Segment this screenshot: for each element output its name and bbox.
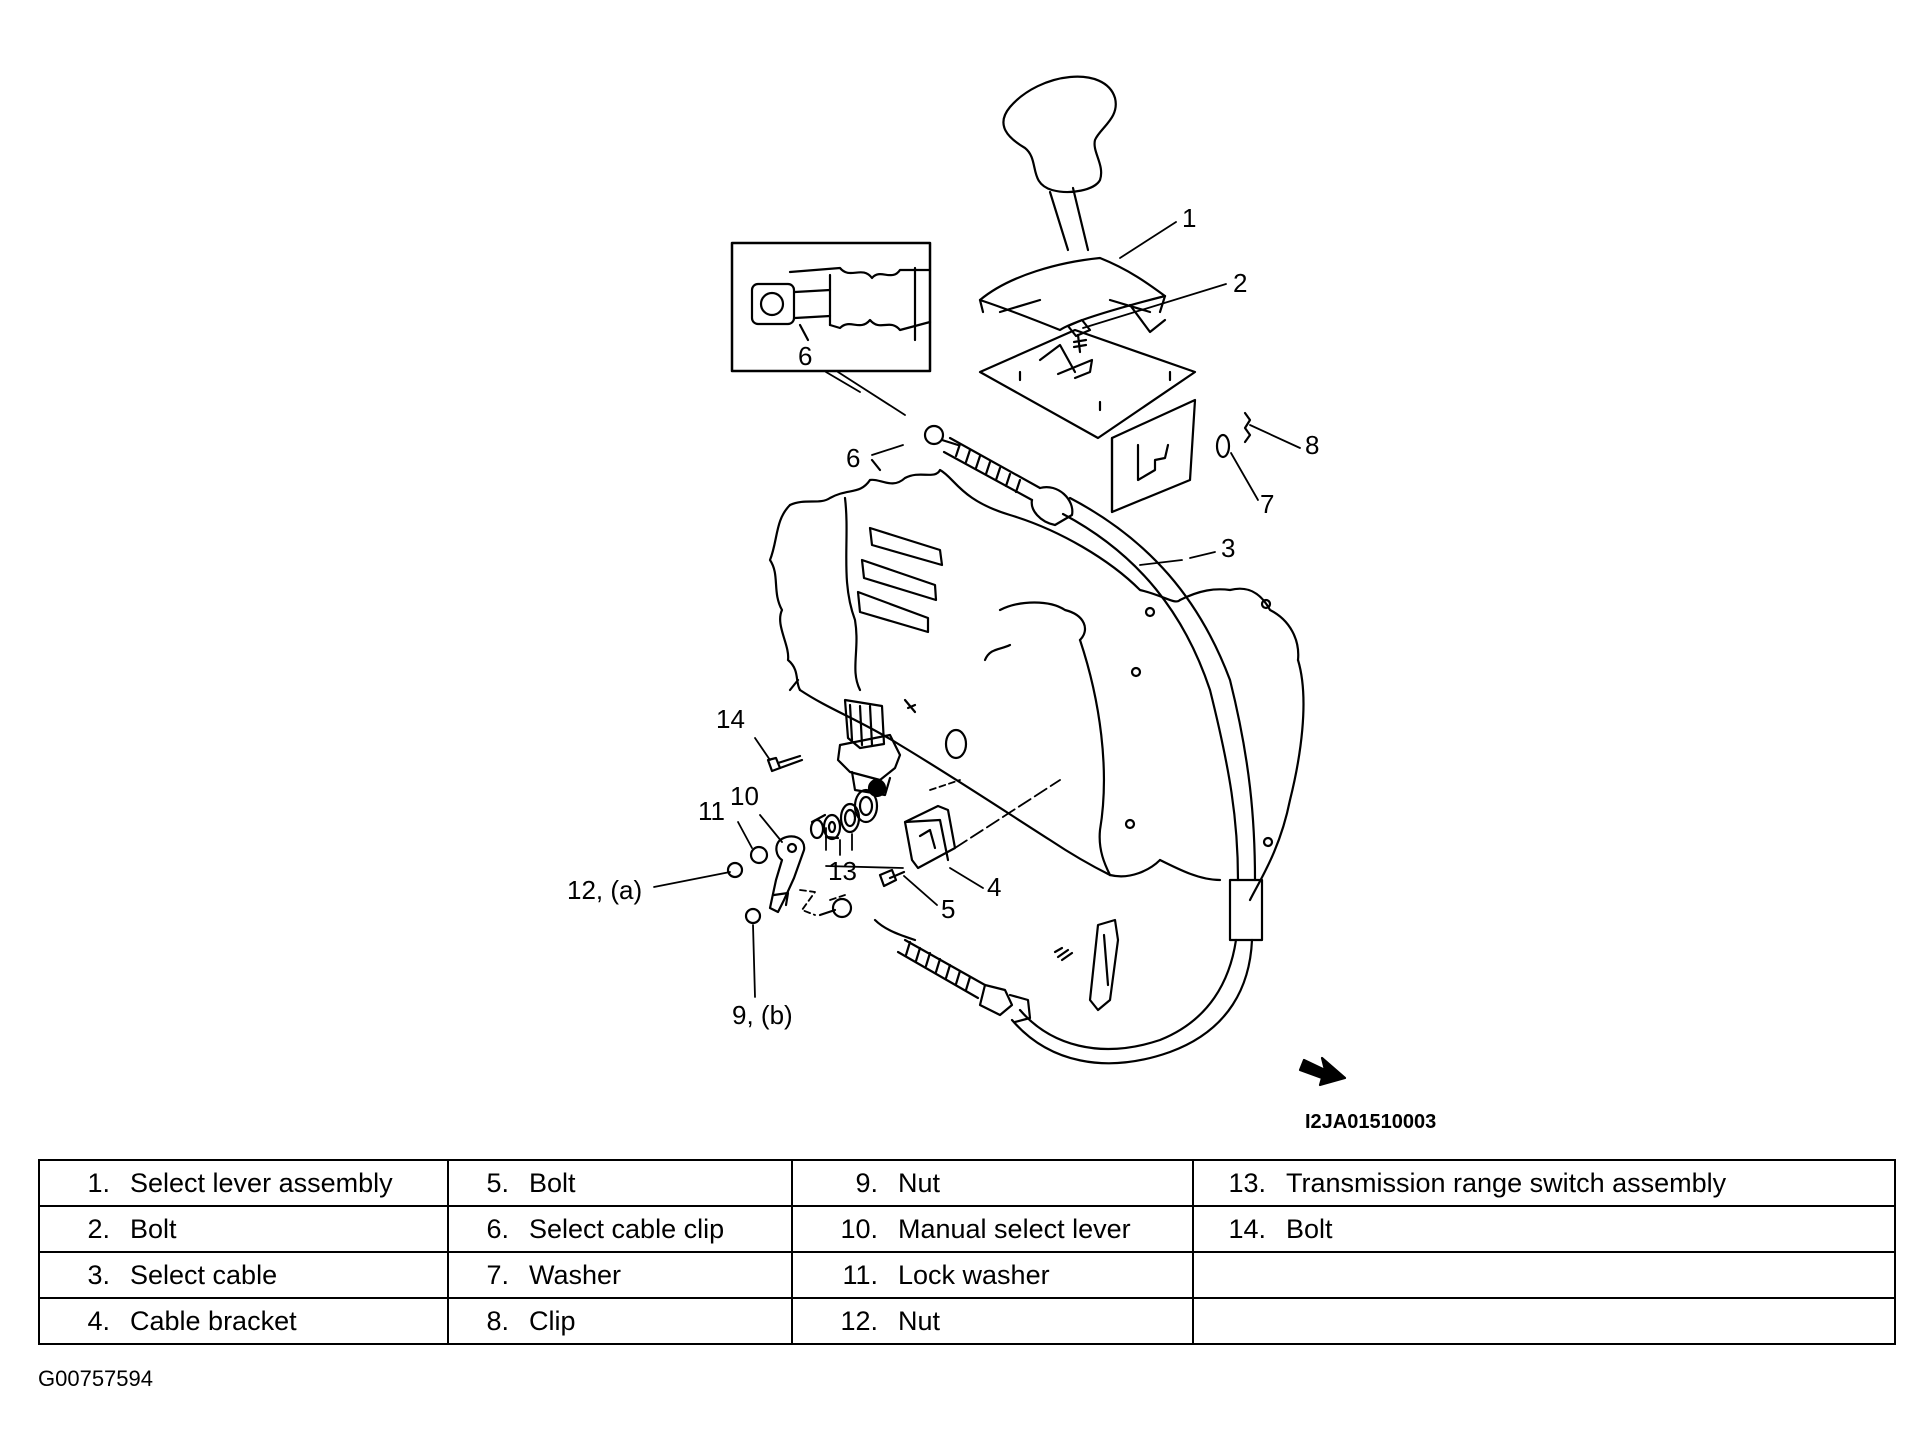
legend-number: 5. [486,1167,509,1198]
callout-4: 4 [987,872,1001,902]
select-cable-3 [818,424,1264,1065]
legend-number: 2. [87,1213,110,1244]
legend-cell: 11. Lock washer [791,1251,1194,1299]
callout-14: 14 [716,704,745,734]
clip-8 [1243,411,1252,444]
legend-number: 10. [840,1213,878,1244]
legend-cell: 10. Manual select lever [791,1205,1194,1253]
legend-number: 14. [1228,1213,1266,1244]
nut-9 [744,907,762,925]
callout-5: 5 [941,894,955,924]
legend-number: 13. [1228,1167,1266,1198]
legend-number: 6. [486,1213,509,1244]
legend-cell: 7. Washer [447,1251,793,1299]
callout-9: 9, (b) [732,1000,793,1030]
legend-label: Bolt [529,1167,576,1198]
legend-number: 1. [87,1167,110,1198]
callout-labels: 1 2 3 4 5 6 6 7 8 9, (b) 10 11 12, (a) 1… [567,203,1436,1133]
legend-label: Select cable clip [529,1213,725,1244]
legend-number: 7. [486,1259,509,1290]
legend-cell: 3. Select cable [38,1251,449,1299]
legend-row: 3. Select cable 7. Washer 11. Lock washer [38,1251,1896,1299]
select-lever-assembly [978,75,1197,514]
legend-row: 1. Select lever assembly 5. Bolt 9. Nut 13. Tra… [38,1159,1896,1207]
front-arrow-icon [1298,1056,1347,1087]
callout-7: 7 [1260,489,1274,519]
legend-label: Cable bracket [130,1305,297,1336]
callout-6: 6 [846,443,860,473]
bolt-2 [1066,318,1092,354]
washer-stack [809,788,879,841]
legend-label: Bolt [130,1213,177,1244]
legend-cell: 8. Clip [447,1297,793,1345]
legend-cell: 12. Nut [791,1297,1194,1345]
legend-cell: 4. Cable bracket [38,1297,449,1345]
legend-cell [1192,1297,1896,1345]
callout-12: 12, (a) [567,875,642,905]
legend-row: 4. Cable bracket 8. Clip 12. Nut [38,1297,1896,1345]
legend-cell: 14. Bolt [1192,1205,1896,1253]
inset-detail [730,241,932,416]
legend-number: 4. [87,1305,110,1336]
manual-select-lever-10 [768,835,806,914]
washer-7 [1215,433,1231,459]
legend-label: Nut [898,1167,941,1198]
cable-bracket-4 [903,804,957,870]
legend-label: Nut [898,1305,941,1336]
legend-label: Bolt [1286,1213,1333,1244]
legend-label: Manual select lever [898,1213,1131,1244]
legend-number: 12. [840,1305,878,1336]
legend-cell: 6. Select cable clip [447,1205,793,1253]
callout-2: 2 [1233,268,1247,298]
legend-label: Transmission range switch assembly [1286,1167,1727,1198]
transmission-case [768,458,1305,902]
legend-row: 2. Bolt 6. Select cable clip 10. Manual selec… [38,1205,1896,1253]
legend-number: 8. [486,1305,509,1336]
legend-cell [1192,1251,1896,1299]
legend-cell: 1. Select lever assembly [38,1159,449,1207]
lock-washer-11 [749,845,769,865]
bolt-14 [766,754,804,773]
callout-13: 13 [828,856,857,886]
callout-1: 1 [1182,203,1196,233]
legend-number: 3. [87,1259,110,1290]
legend-label: Washer [529,1259,622,1290]
bolt-5 [878,868,906,888]
legend-label: Lock washer [898,1259,1050,1290]
legend-number: 9. [855,1167,878,1198]
footer-code: G00757594 [38,1366,153,1391]
callout-3: 3 [1221,533,1235,563]
callout-8: 8 [1305,430,1319,460]
legend-cell: 9. Nut [791,1159,1194,1207]
legend-label: Select lever assembly [130,1167,393,1198]
legend-number: 11. [842,1259,878,1290]
leader-lines [653,221,1301,998]
callout-6-inset: 6 [798,341,812,371]
legend-label: Clip [529,1305,576,1336]
parts-legend-table: 1. Select lever assembly 5. Bolt 9. Nut 13. Tra… [38,1159,1896,1345]
figure-id: I2JA01510003 [1305,1111,1436,1133]
legend-label: Select cable [130,1259,278,1290]
nut-12 [726,861,744,879]
callout-10: 10 [730,781,759,811]
transmission-range-switch-assembly [836,698,902,798]
callout-11: 11 [698,796,725,826]
legend-cell: 13. Transmission range switch assembly [1192,1159,1896,1207]
legend-cell: 5. Bolt [447,1159,793,1207]
legend-cell: 2. Bolt [38,1205,449,1253]
